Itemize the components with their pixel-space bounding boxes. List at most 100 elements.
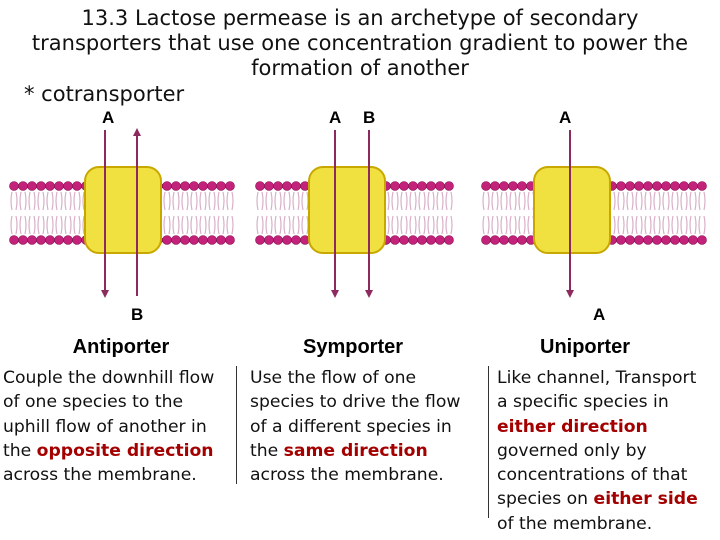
- lipid-head: [283, 182, 292, 191]
- lipid-tail: [47, 216, 48, 234]
- symporter-desc-line-4: the same direction: [250, 439, 460, 463]
- lipid-head: [391, 182, 400, 191]
- lipid-tail: [307, 216, 308, 234]
- lipid-head: [671, 182, 680, 191]
- lipid-tail: [401, 216, 402, 234]
- uniporter-desc-line-1: Like channel, Transport: [497, 366, 698, 390]
- lipid-head: [509, 236, 518, 245]
- symporter-desc-line-3: of a different species in: [250, 415, 460, 439]
- lipid-tail: [524, 216, 525, 234]
- lipid-tail: [16, 192, 17, 210]
- lipid-tail: [524, 192, 525, 210]
- lipid-tail: [223, 216, 224, 234]
- lipid-tail: [392, 216, 393, 234]
- lipid-tail: [515, 192, 516, 210]
- title-line-1: 13.3 Lactose permease is an archetype of…: [0, 6, 720, 31]
- lipid-tail: [451, 216, 452, 234]
- lipid-tail: [510, 216, 511, 234]
- lipid-tail: [70, 216, 71, 234]
- uniporter-label-top: A: [559, 108, 571, 127]
- lipid-head: [28, 182, 37, 191]
- lipid-tail: [191, 192, 192, 210]
- symporter-name: Symporter: [303, 336, 403, 358]
- lipid-tail: [182, 192, 183, 210]
- lipid-tail: [614, 216, 615, 234]
- antiporter-desc-line-3: uphill flow of another in: [3, 415, 214, 439]
- lipid-head: [662, 236, 671, 245]
- lipid-tail: [280, 216, 281, 234]
- antiporter-desc-prefix: the: [3, 441, 37, 461]
- lipid-head: [482, 182, 491, 191]
- lipid-tail: [173, 192, 174, 210]
- lipid-head: [283, 236, 292, 245]
- lipid-tail: [424, 192, 425, 210]
- lipid-tail: [187, 192, 188, 210]
- lipid-head: [644, 236, 653, 245]
- symporter-protein: [309, 167, 385, 253]
- panel-divider-1: [236, 366, 237, 484]
- lipid-tail: [284, 216, 285, 234]
- lipid-head: [163, 182, 172, 191]
- lipid-tail: [47, 192, 48, 210]
- lipid-tail: [451, 192, 452, 210]
- lipid-tail: [74, 216, 75, 234]
- lipid-tail: [34, 192, 35, 210]
- lipid-tail: [442, 216, 443, 234]
- lipid-head: [689, 236, 698, 245]
- lipid-head: [181, 236, 190, 245]
- lipid-head: [626, 182, 635, 191]
- uniporter-desc-line-2: a specific species in: [497, 390, 698, 414]
- lipid-tail: [11, 216, 12, 234]
- lipid-head: [482, 236, 491, 245]
- antiporter-desc-line-1: Couple the downhill flow: [3, 366, 214, 390]
- lipid-tail: [663, 216, 664, 234]
- lipid-head: [172, 236, 181, 245]
- lipid-tail: [275, 192, 276, 210]
- lipid-tail: [262, 192, 263, 210]
- lipid-tail: [483, 216, 484, 234]
- symporter-desc-prefix: the: [250, 441, 284, 461]
- lipid-head: [698, 236, 707, 245]
- lipid-tail: [401, 192, 402, 210]
- antiporter-label-b: B: [131, 305, 143, 324]
- lipid-tail: [38, 216, 39, 234]
- title-line-3: formation of another: [0, 56, 720, 81]
- lipid-head: [400, 236, 409, 245]
- lipid-tail: [214, 216, 215, 234]
- lipid-tail: [695, 216, 696, 234]
- lipid-tail: [289, 216, 290, 234]
- lipid-head: [653, 236, 662, 245]
- lipid-tail: [492, 192, 493, 210]
- lipid-tail: [293, 192, 294, 210]
- lipid-tail: [623, 216, 624, 234]
- antiporter-desc-line-2: of one species to the: [3, 390, 214, 414]
- lipid-tail: [65, 192, 66, 210]
- lipid-tail: [43, 192, 44, 210]
- lipid-head: [491, 182, 500, 191]
- transporter-diagram: A B Antiporter A B Symporter A A Uniport…: [0, 100, 720, 362]
- lipid-head: [292, 236, 301, 245]
- lipid-head: [46, 182, 55, 191]
- lipid-tail: [433, 216, 434, 234]
- lipid-tail: [690, 216, 691, 234]
- lipid-head: [292, 182, 301, 191]
- lipid-tail: [699, 192, 700, 210]
- lipid-tail: [654, 192, 655, 210]
- lipid-head: [689, 182, 698, 191]
- lipid-tail: [488, 192, 489, 210]
- lipid-tail: [497, 192, 498, 210]
- lipid-tail: [275, 216, 276, 234]
- lipid-tail: [38, 192, 39, 210]
- lipid-head: [518, 182, 527, 191]
- lipid-head: [217, 182, 226, 191]
- slide-title: 13.3 Lactose permease is an archetype of…: [0, 6, 720, 81]
- lipid-head: [73, 236, 82, 245]
- lipid-tail: [178, 192, 179, 210]
- lipid-tail: [506, 216, 507, 234]
- uniporter-description: Like channel, Transport a specific speci…: [497, 366, 698, 536]
- lipid-head: [391, 236, 400, 245]
- lipid-tail: [442, 192, 443, 210]
- lipid-head: [10, 236, 19, 245]
- uniporter-desc-line-4: governed only by: [497, 439, 698, 463]
- lipid-tail: [232, 192, 233, 210]
